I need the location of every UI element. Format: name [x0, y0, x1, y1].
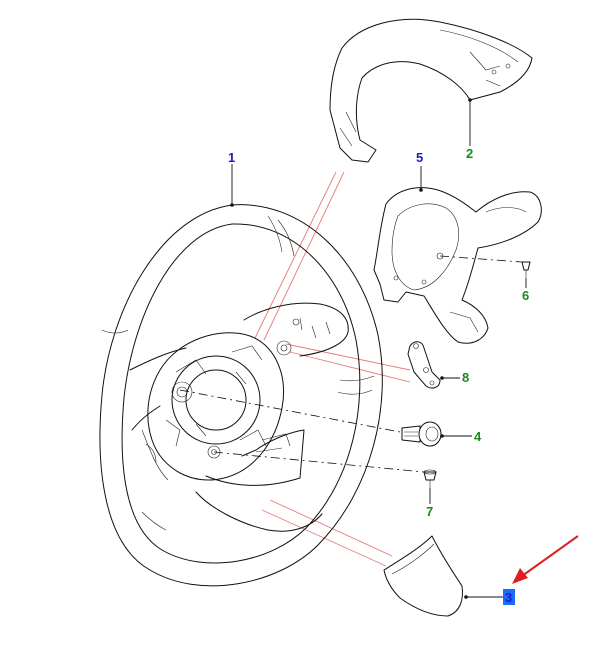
connector-dot-icon [440, 434, 444, 438]
callout-7[interactable]: 7 [426, 504, 433, 519]
steering-wheel[interactable] [99, 204, 383, 587]
callout-1[interactable]: 1 [228, 150, 235, 165]
callout-3[interactable]: 3 [505, 590, 512, 605]
connector-dot-icon [230, 203, 234, 207]
callout-6[interactable]: 6 [522, 288, 529, 303]
callouts: 1 2 5 6 8 4 7 3 [228, 146, 529, 605]
red-arrow-icon [512, 535, 579, 584]
callout-5[interactable]: 5 [416, 150, 423, 165]
callout-3-highlight [503, 589, 515, 605]
callout-2[interactable]: 2 [466, 146, 473, 161]
screw-6[interactable] [521, 261, 531, 278]
callout-4[interactable]: 4 [474, 429, 482, 444]
leader-lines [231, 100, 527, 598]
connector-dot-icon [464, 595, 468, 599]
alignment-lines [179, 255, 523, 473]
bolt[interactable] [401, 421, 442, 447]
connector-dot-icon [440, 376, 444, 380]
screw-7[interactable] [423, 469, 437, 488]
connector-dot-icon [419, 188, 423, 192]
bracket[interactable] [407, 341, 441, 389]
lower-cover[interactable] [383, 535, 463, 617]
callout-8[interactable]: 8 [462, 370, 469, 385]
switch-bezel[interactable] [373, 187, 542, 344]
connector-dots [230, 98, 472, 599]
upper-cover[interactable] [329, 18, 533, 163]
connector-dot-icon [468, 98, 472, 102]
